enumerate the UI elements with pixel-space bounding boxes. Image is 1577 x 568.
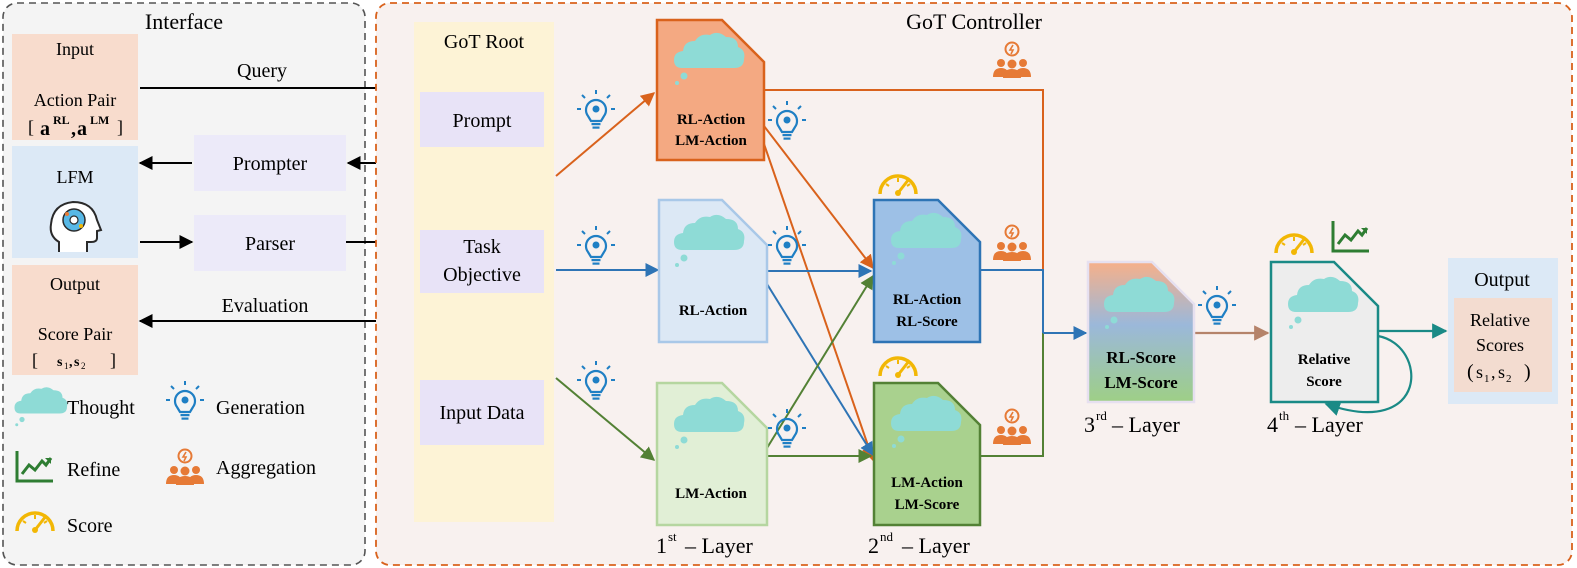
edge-lmscore-agg bbox=[980, 333, 1044, 457]
score-bracket-open: [ bbox=[32, 350, 38, 370]
edge-root-lm bbox=[555, 377, 656, 461]
relative-scores-box bbox=[1454, 298, 1552, 392]
input-data-label: Input Data bbox=[440, 402, 525, 424]
node-rel-line1: Relative bbox=[1298, 352, 1351, 368]
parser-box bbox=[194, 215, 346, 271]
layer2-text: – Layer bbox=[901, 533, 970, 558]
edge-top-rlscore bbox=[763, 125, 874, 270]
prompt-label: Prompt bbox=[453, 110, 512, 132]
lfm-title: LFM bbox=[56, 167, 93, 187]
edge-rl-lmscore bbox=[766, 283, 874, 457]
rs-s1: s bbox=[1476, 362, 1483, 382]
layer2-sup: nd bbox=[880, 529, 894, 544]
rs-s2: s bbox=[1498, 362, 1505, 382]
rs-paren-open: ( bbox=[1467, 361, 1474, 383]
layer2-label: 2 nd – Layer bbox=[868, 529, 970, 558]
parser-label: Parser bbox=[245, 233, 295, 255]
layer1-label: 1 st – Layer bbox=[656, 529, 753, 558]
task-label-line2: Objective bbox=[443, 264, 521, 286]
edge-top-lmscore bbox=[763, 143, 876, 462]
node-rlscore-line1: RL-Action bbox=[893, 292, 962, 308]
layer4-sup: th bbox=[1279, 408, 1290, 423]
layer1-sup: st bbox=[668, 529, 677, 544]
interface-score-pair: Score Pair bbox=[38, 324, 112, 344]
score-bracket-close: ] bbox=[110, 350, 116, 370]
layer3-sup: rd bbox=[1096, 408, 1107, 423]
input-data-box bbox=[420, 380, 544, 445]
node-rlscore-line2: RL-Score bbox=[896, 314, 958, 330]
node-agg-line2: LM-Score bbox=[1104, 373, 1178, 392]
input-action-pair: Action Pair bbox=[34, 90, 117, 110]
node-lmscore-line2: LM-Score bbox=[895, 497, 960, 513]
score-s2: s bbox=[74, 355, 80, 370]
input-a1: a bbox=[40, 118, 50, 140]
legend-score: Score bbox=[67, 515, 113, 537]
input-a2-sup: LM bbox=[90, 113, 109, 127]
evaluation-label: Evaluation bbox=[222, 295, 309, 317]
layer1-num: 1 bbox=[656, 533, 667, 558]
score-s1: s bbox=[57, 355, 63, 370]
node-rel-line2: Score bbox=[1306, 374, 1342, 390]
score-s1-sub: 1 bbox=[64, 361, 69, 371]
controller-output-title: Output bbox=[1474, 269, 1530, 291]
input-a1-sup: RL bbox=[53, 113, 70, 127]
prompter-label: Prompter bbox=[233, 153, 308, 175]
node-rl-action-label: RL-Action bbox=[679, 303, 748, 319]
prompt-box bbox=[420, 92, 544, 147]
relative-scores-line2: Scores bbox=[1476, 335, 1524, 355]
edge-refine-loop bbox=[1324, 334, 1413, 416]
rs-s2-sub: 2 bbox=[1506, 373, 1512, 385]
edge-rlscore-agg bbox=[980, 269, 1044, 333]
interface-title: Interface bbox=[145, 9, 223, 34]
layer3-num: 3 bbox=[1084, 412, 1095, 437]
rs-paren-close: ) bbox=[1524, 361, 1531, 383]
layer2-num: 2 bbox=[868, 533, 879, 558]
layer3-label: 3 rd – Layer bbox=[1084, 408, 1180, 437]
layer1-text: – Layer bbox=[684, 533, 753, 558]
node-lm-action-label: LM-Action bbox=[675, 486, 747, 502]
layer4-label: 4 th – Layer bbox=[1267, 408, 1363, 437]
got-root-title: GoT Root bbox=[444, 31, 525, 53]
node-lmscore-line1: LM-Action bbox=[891, 475, 963, 491]
node-top-line2: LM-Action bbox=[675, 133, 747, 149]
score-comma: , bbox=[69, 355, 73, 370]
interface-output-title: Output bbox=[50, 274, 100, 294]
task-label-line1: Task bbox=[463, 236, 500, 258]
score-s2-sub: 2 bbox=[81, 361, 86, 371]
input-bracket-open: [ bbox=[28, 117, 34, 137]
layer4-text: – Layer bbox=[1294, 412, 1363, 437]
relative-scores-line1: Relative bbox=[1470, 310, 1530, 330]
layer4-num: 4 bbox=[1267, 412, 1278, 437]
brain-head-icon bbox=[49, 200, 103, 252]
query-label: Query bbox=[237, 60, 287, 82]
task-objective-box bbox=[420, 230, 544, 293]
input-a2: a bbox=[77, 118, 87, 140]
node-top-line1: RL-Action bbox=[677, 112, 746, 128]
legend-thought: Thought bbox=[67, 397, 135, 419]
input-box bbox=[12, 34, 138, 140]
prompter-box bbox=[194, 135, 346, 191]
rs-s1-sub: 1 bbox=[1484, 373, 1490, 385]
legend-aggregation: Aggregation bbox=[216, 457, 316, 479]
legend-generation: Generation bbox=[216, 397, 305, 419]
rs-comma: , bbox=[1491, 362, 1496, 382]
interface-output-box bbox=[12, 265, 138, 375]
legend-refine: Refine bbox=[67, 459, 120, 481]
layer3-text: – Layer bbox=[1111, 412, 1180, 437]
node-agg-line1: RL-Score bbox=[1106, 348, 1176, 367]
input-bracket-close: ] bbox=[117, 117, 123, 137]
input-comma: , bbox=[71, 118, 76, 140]
input-title: Input bbox=[56, 39, 94, 59]
edge-top-aggregate bbox=[764, 89, 1044, 333]
edge-root-top bbox=[555, 92, 656, 177]
controller-title: GoT Controller bbox=[906, 9, 1043, 34]
